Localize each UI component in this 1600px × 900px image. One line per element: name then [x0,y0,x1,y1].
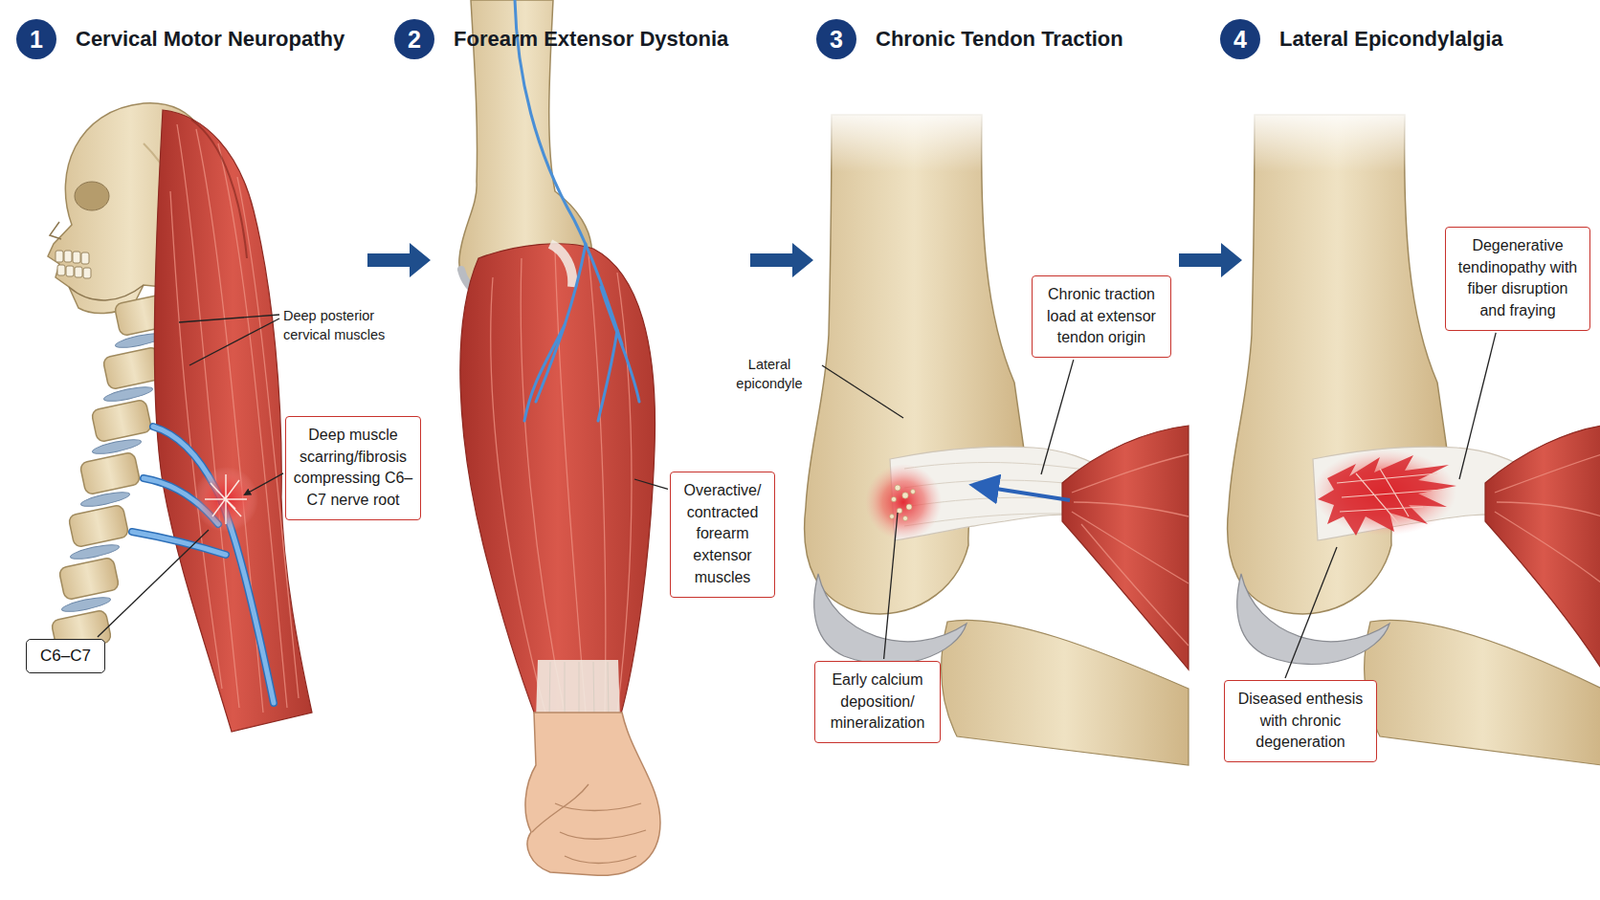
leader-line [189,318,280,366]
callout-box: Early calcium deposition/ mineralization [814,661,941,744]
leader-line [178,314,280,323]
leader-line [97,530,209,638]
leader-line [1285,547,1337,679]
leader-line [1041,359,1074,475]
forearm-illustration [459,0,661,876]
level-tag: C6–C7 [25,639,106,674]
step-marker: 4 Lateral Epicondylalgia [1220,19,1504,60]
leader-line [634,479,668,489]
neck-illustration [47,103,312,733]
elbow-illustration [1227,105,1600,766]
step-heading: Lateral Epicondylalgia [1279,26,1504,52]
step-heading: Forearm Extensor Dystonia [453,26,729,52]
step-number: 3 [816,19,857,60]
callout-text: Overactive/ contracted forearm extensor … [677,480,768,590]
leader-line [244,473,284,495]
step-number: 2 [394,19,435,60]
callout-text: Diseased enthesis with chronic degenerat… [1231,688,1370,755]
step-heading: Cervical Motor Neuropathy [75,26,345,52]
callout-text: Degenerative tendinopathy with fiber dis… [1452,235,1583,323]
callout-text: Deep muscle scarring/fibrosis compressin… [292,424,414,512]
step-number: 1 [16,19,57,60]
step-marker: 1 Cervical Motor Neuropathy [16,19,345,60]
elbow-illustration [804,105,1189,766]
step-marker: 3 Chronic Tendon Traction [816,19,1124,60]
leader-line [822,365,904,419]
part-label: Deep posterior cervical muscles [283,307,410,345]
leader-line [1459,333,1496,480]
callout-box: Diseased enthesis with chronic degenerat… [1223,680,1378,763]
callout-box: Degenerative tendinopathy with fiber dis… [1444,226,1591,332]
leader-line [884,512,898,660]
callout-text: C6–C7 [40,646,91,667]
callout-box: Chronic traction load at extensor tendon… [1031,275,1172,358]
callout-text: Early calcium deposition/ mineralization [822,669,934,735]
step-heading: Chronic Tendon Traction [875,26,1124,52]
step-number: 4 [1220,19,1261,60]
step-marker: 2 Forearm Extensor Dystonia [394,19,729,60]
part-label: Lateral epicondyle [719,355,820,394]
callout-text: Chronic traction load at extensor tendon… [1039,284,1164,350]
callout-box: Overactive/ contracted forearm extensor … [669,471,776,599]
callout-box: Deep muscle scarring/fibrosis compressin… [285,416,422,521]
